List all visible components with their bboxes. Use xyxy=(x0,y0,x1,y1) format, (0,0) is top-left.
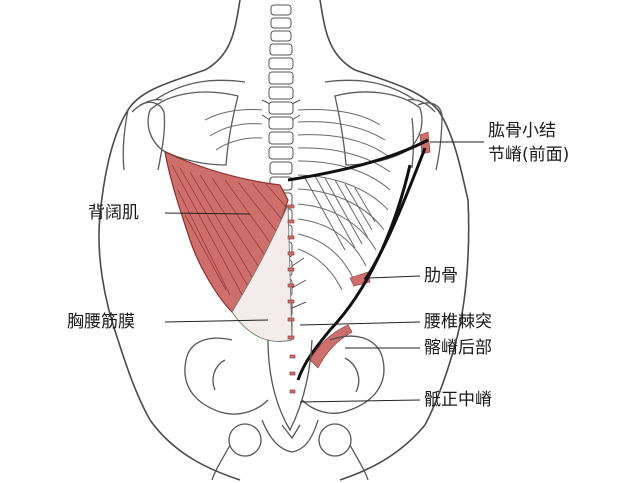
tendon-lines xyxy=(287,138,429,381)
humeri xyxy=(122,101,443,171)
pelvis xyxy=(184,335,385,481)
label-humerus-crest-line2: 节嵴(前面) xyxy=(488,145,570,165)
leader-fascia xyxy=(164,319,269,323)
label-iliac-crest-posterior: 髂嵴后部 xyxy=(424,338,492,358)
label-thoracolumbar-fascia: 胸腰筋膜 xyxy=(67,312,135,332)
label-median-sacral-crest: 骶正中嵴 xyxy=(424,390,492,410)
label-lumbar-spinous: 腰椎棘突 xyxy=(424,312,492,332)
leader-lines xyxy=(164,141,484,403)
leader-sacral-crest xyxy=(299,399,421,403)
label-latissimus-dorsi: 背阔肌 xyxy=(88,203,139,223)
leader-latissimus xyxy=(164,212,251,215)
leader-lumbar-spinous xyxy=(299,321,421,326)
label-humerus-crest-line1: 肱骨小结 xyxy=(488,121,556,141)
body-outline xyxy=(98,0,470,481)
leader-rib xyxy=(367,275,421,279)
label-rib: 肋骨 xyxy=(424,266,458,286)
rib-cage xyxy=(204,109,391,291)
